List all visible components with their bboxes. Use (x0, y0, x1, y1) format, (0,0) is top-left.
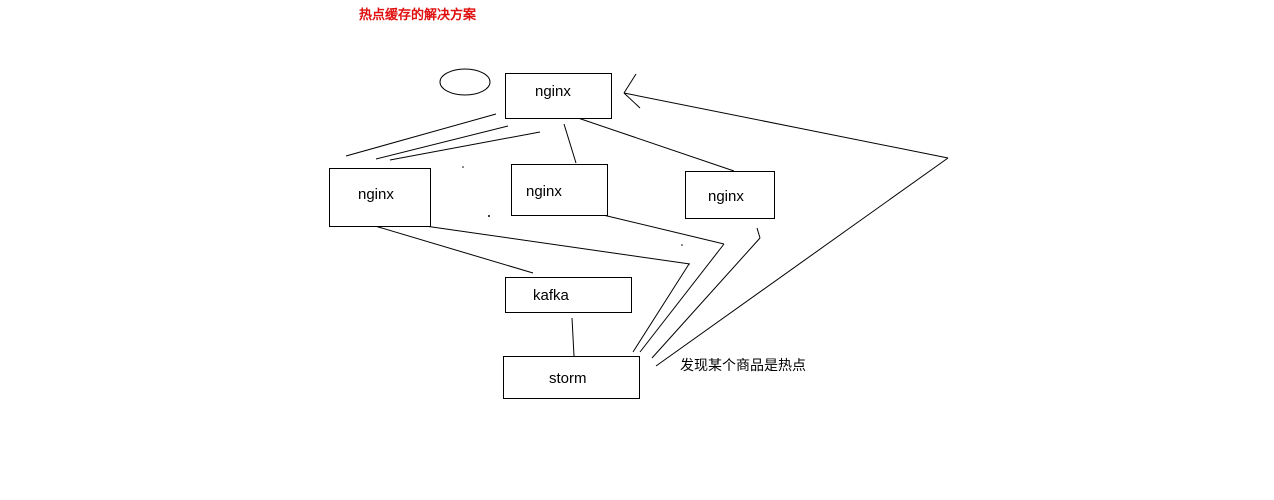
node-label: kafka (533, 287, 569, 304)
node-label: nginx (526, 183, 562, 200)
node-label: nginx (535, 83, 571, 100)
edge-storm-to-far-right (655, 157, 949, 367)
node-storm: storm (503, 356, 640, 399)
edge-mid-to-storm-path (602, 214, 725, 245)
node-nginx-left: nginx (329, 168, 431, 227)
edge-top-to-left-1 (345, 113, 497, 157)
stray-dot (681, 244, 683, 246)
edge-top-to-mid (563, 123, 577, 164)
stray-dot (462, 166, 464, 168)
edge-right-to-storm (651, 237, 761, 359)
node-label: nginx (358, 186, 394, 203)
arrowhead-lower (623, 92, 641, 109)
edge-far-right-to-top (623, 92, 949, 159)
edge-to-storm-1 (632, 263, 690, 353)
edge-right-short (756, 227, 761, 239)
edge-to-storm-2 (639, 243, 725, 353)
stray-dot (488, 215, 490, 217)
node-kafka: kafka (505, 277, 632, 313)
arrowhead-upper (623, 73, 637, 94)
node-label: storm (549, 370, 587, 387)
node-nginx-right: nginx (685, 171, 775, 219)
ellipse-shape (439, 68, 491, 96)
node-label: nginx (708, 188, 744, 205)
edge-top-to-left-3 (389, 131, 541, 161)
edge-left-to-storm-path (424, 225, 691, 265)
edge-top-to-left-2 (375, 125, 509, 160)
diagram-title: 热点缓存的解决方案 (359, 8, 477, 23)
edge-top-to-right (577, 117, 735, 172)
edge-left-to-kafka (374, 225, 534, 274)
annotation-hotspot: 发现某个商品是热点 (680, 358, 806, 374)
node-nginx-mid: nginx (511, 164, 608, 216)
node-nginx-top: nginx (505, 73, 612, 119)
edge-kafka-to-storm (571, 317, 575, 357)
